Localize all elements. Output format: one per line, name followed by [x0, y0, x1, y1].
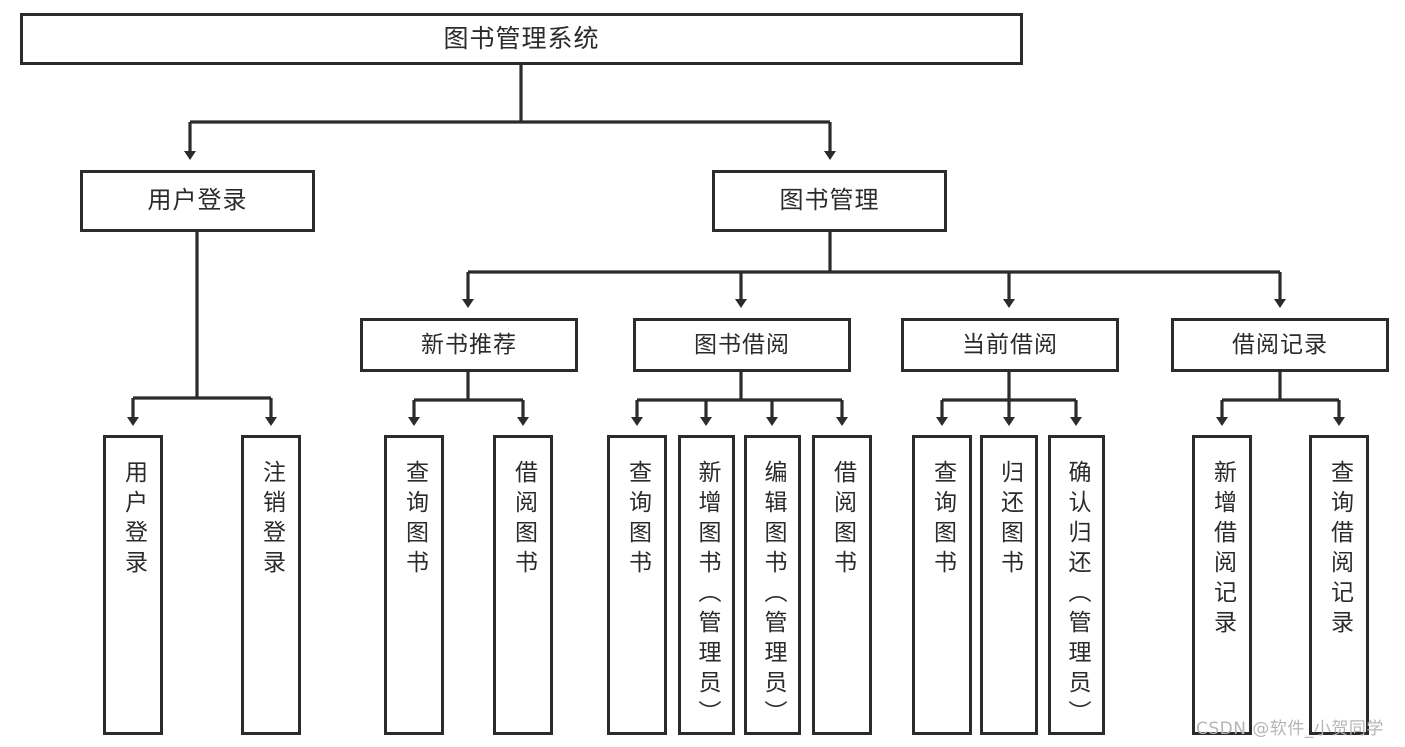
node-new-book-recommendation[interactable]: 新书推荐	[360, 318, 578, 372]
node-book-management[interactable]: 图书管理	[712, 170, 947, 232]
leaf-label: 查询借阅记录	[1326, 460, 1353, 640]
node-label: 图书管理	[779, 186, 880, 215]
node-book-borrowing[interactable]: 图书借阅	[633, 318, 851, 372]
leaf-label: 查询图书	[624, 460, 651, 580]
node-root-book-management-system[interactable]: 图书管理系统	[20, 13, 1023, 65]
node-label: 当前借阅	[962, 331, 1058, 358]
leaf-query-books-borrow[interactable]: 查询图书	[607, 435, 667, 735]
leaf-label: 借阅图书	[510, 460, 537, 580]
node-current-borrowing[interactable]: 当前借阅	[901, 318, 1119, 372]
node-label: 用户登录	[147, 186, 248, 215]
watermark-text: CSDN @软件_小贺同学	[1196, 719, 1384, 739]
leaf-label: 归还图书	[996, 460, 1023, 580]
leaf-label: 借阅图书	[829, 460, 856, 580]
leaf-confirm-return-admin[interactable]: 确认归还（管理员）	[1048, 435, 1105, 735]
node-user-login[interactable]: 用户登录	[80, 170, 315, 232]
leaf-label: 查询图书	[401, 460, 428, 580]
leaf-label: 查询图书	[929, 460, 956, 580]
leaf-label: 新增借阅记录	[1209, 460, 1236, 640]
leaf-query-borrow-record[interactable]: 查询借阅记录	[1309, 435, 1369, 735]
leaf-label: 编辑图书（管理员）	[760, 460, 786, 730]
leaf-borrow-books-rec[interactable]: 借阅图书	[493, 435, 553, 735]
leaf-edit-book-admin[interactable]: 编辑图书（管理员）	[744, 435, 801, 735]
leaf-borrow-books-borrow[interactable]: 借阅图书	[812, 435, 872, 735]
node-label: 借阅记录	[1232, 331, 1328, 358]
leaf-query-books-current[interactable]: 查询图书	[912, 435, 972, 735]
node-label: 新书推荐	[421, 331, 517, 358]
leaf-add-book-admin[interactable]: 新增图书（管理员）	[678, 435, 735, 735]
leaf-query-books-rec[interactable]: 查询图书	[384, 435, 444, 735]
leaf-add-borrow-record[interactable]: 新增借阅记录	[1192, 435, 1252, 735]
leaf-label: 新增图书（管理员）	[694, 460, 720, 730]
leaf-logout[interactable]: 注销登录	[241, 435, 301, 735]
leaf-label: 用户登录	[120, 460, 147, 580]
leaf-label: 确认归还（管理员）	[1064, 460, 1090, 730]
node-label: 图书借阅	[694, 331, 790, 358]
node-borrowing-records[interactable]: 借阅记录	[1171, 318, 1389, 372]
leaf-label: 注销登录	[258, 460, 285, 580]
leaf-user-login[interactable]: 用户登录	[103, 435, 163, 735]
leaf-return-books[interactable]: 归还图书	[980, 435, 1038, 735]
node-label: 图书管理系统	[443, 23, 600, 53]
